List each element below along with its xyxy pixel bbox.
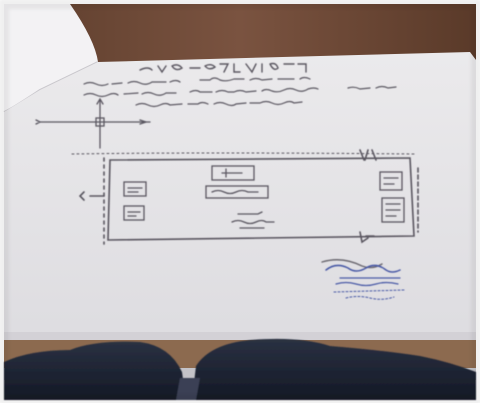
block-top-center	[211, 165, 255, 181]
signature-stamp	[321, 259, 405, 300]
pencil-drawing	[35, 62, 419, 245]
building-blocks	[123, 165, 405, 229]
drawing-title-strokes	[139, 62, 307, 74]
drawing-sheet	[4, 52, 476, 348]
block-left-top	[123, 181, 147, 197]
block-right-bottom	[381, 197, 405, 223]
handwritten-notes	[83, 76, 397, 108]
site-boundary	[71, 149, 419, 245]
block-right-top	[379, 171, 403, 191]
projection-symbol	[35, 97, 151, 149]
block-left-bottom	[123, 205, 145, 221]
person-knees	[4, 338, 476, 400]
curled-page	[4, 4, 98, 112]
block-center	[205, 185, 269, 199]
